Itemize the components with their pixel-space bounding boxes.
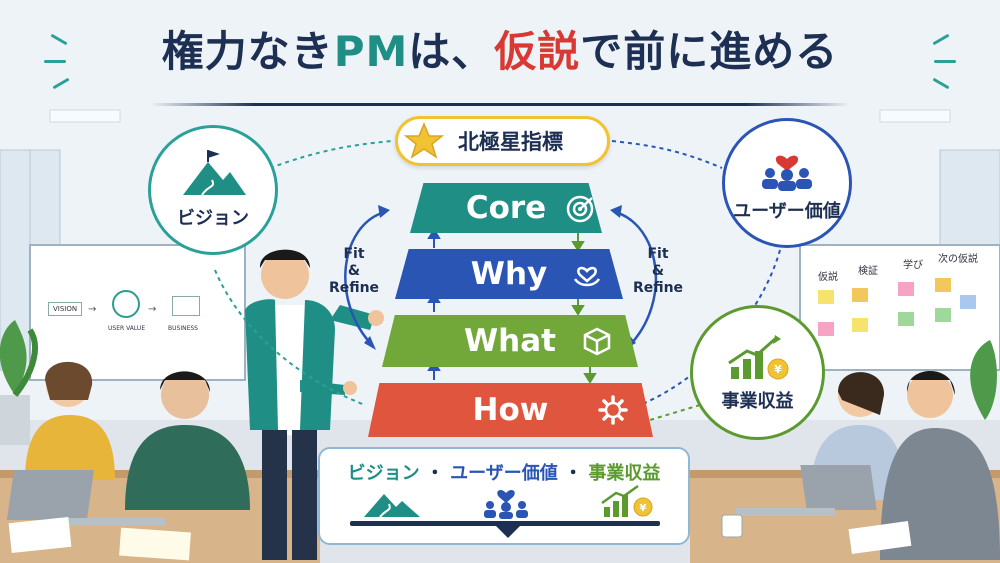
north-star-metric-badge: 北極星指標 [395,116,610,166]
alignment-summary-text: ビジョン ・ ユーザー価値 ・ 事業収益 [320,459,688,485]
svg-text:¥: ¥ [774,363,782,376]
title-underline [150,103,850,106]
sticky-note [935,308,951,322]
growth-chart-yen-icon: ¥ [727,334,788,379]
star-icon [404,122,444,159]
tier-core-label: Core [465,190,547,226]
user-icon [112,290,140,318]
users-heart-icon [484,490,528,519]
business-revenue-circle: ¥ 事業収益 [690,305,825,440]
alignment-summary-box: ビジョン ・ ユーザー価値 ・ 事業収益 ¥ [318,447,690,545]
business-revenue-label: 事業収益 [721,390,794,412]
fit-right-line3: Refine [632,280,684,296]
sticky-note [898,282,914,296]
tier-what-label: What [463,323,556,359]
sticky-note [852,288,868,302]
svg-text:¥: ¥ [640,503,647,514]
users-heart-icon [762,155,812,191]
sticky-note [818,290,834,304]
summary-separator: ・ [425,463,444,484]
title-part5: で前に進める [580,27,839,76]
whiteboard-col-next: 次の仮説 [938,254,978,265]
user-value-label: ユーザー価値 [733,201,841,222]
tier-core: Core [410,183,602,233]
woman-left [25,361,115,480]
fit-left-line1: Fit [343,246,365,262]
laptop-right [735,465,877,516]
whiteboard-arrow: → [148,304,157,315]
fit-left-line3: Refine [328,280,380,296]
vision-label: ビジョン [177,208,249,229]
whiteboard-business-label: BUSINESS [168,325,198,332]
man-right [880,371,1000,560]
sticky-note [818,322,834,336]
plant-right [970,340,997,420]
fit-right-line2: & [651,263,665,279]
whiteboard-col-learn: 学び [903,260,923,271]
heart-hands-icon [573,266,601,287]
plant-left [0,320,38,445]
summary-vision: ビジョン [347,463,420,484]
sparkle-decoration [44,60,66,63]
summary-business-revenue: 事業収益 [588,463,661,484]
mountain-icon [364,494,420,518]
sparkle-decoration [934,60,956,63]
sticky-note [898,312,914,326]
whiteboard-user-value-label: USER VALUE [108,325,146,332]
whiteboard-chart-card [172,296,200,316]
title-part1: 権力なき [161,27,334,76]
growth-chart-yen-icon: ¥ [601,484,653,517]
summary-user-value: ユーザー価値 [450,463,558,484]
balance-beam [350,521,660,526]
balance-base [496,526,520,538]
whiteboard-col-hypothesis: 仮説 [818,272,838,283]
tier-why: Why [395,249,623,299]
north-star-label: 北極星指標 [458,130,563,154]
fit-refine-left: Fit & Refine [326,246,382,297]
man-left-back [125,371,250,510]
laptop-left [6,470,165,526]
fit-left-line2: & [347,263,361,279]
tier-why-label: Why [470,256,548,292]
whiteboard-vision-card: VISION [48,302,83,316]
whiteboard-arrow: → [88,304,97,315]
sticky-note [960,295,976,309]
cube-icon [583,327,611,356]
fit-refine-right: Fit & Refine [630,246,686,297]
tier-how-label: How [472,392,549,428]
page-title: 権力なきPMは、仮説で前に進める [0,18,1000,79]
vision-circle: ビジョン [148,125,278,255]
title-part3: は、 [408,27,495,76]
sticky-note [935,278,951,292]
title-part4: 仮説 [494,27,581,76]
whiteboard-col-verify: 検証 [858,266,878,277]
summary-separator: ・ [564,463,583,484]
title-part2: PM [333,27,409,76]
sticky-note [852,318,868,332]
user-value-circle: ユーザー価値 [722,118,852,248]
target-icon [566,195,594,223]
mountain-flag-icon [183,150,246,196]
fit-right-line1: Fit [647,246,669,262]
gear-icon [598,395,628,425]
